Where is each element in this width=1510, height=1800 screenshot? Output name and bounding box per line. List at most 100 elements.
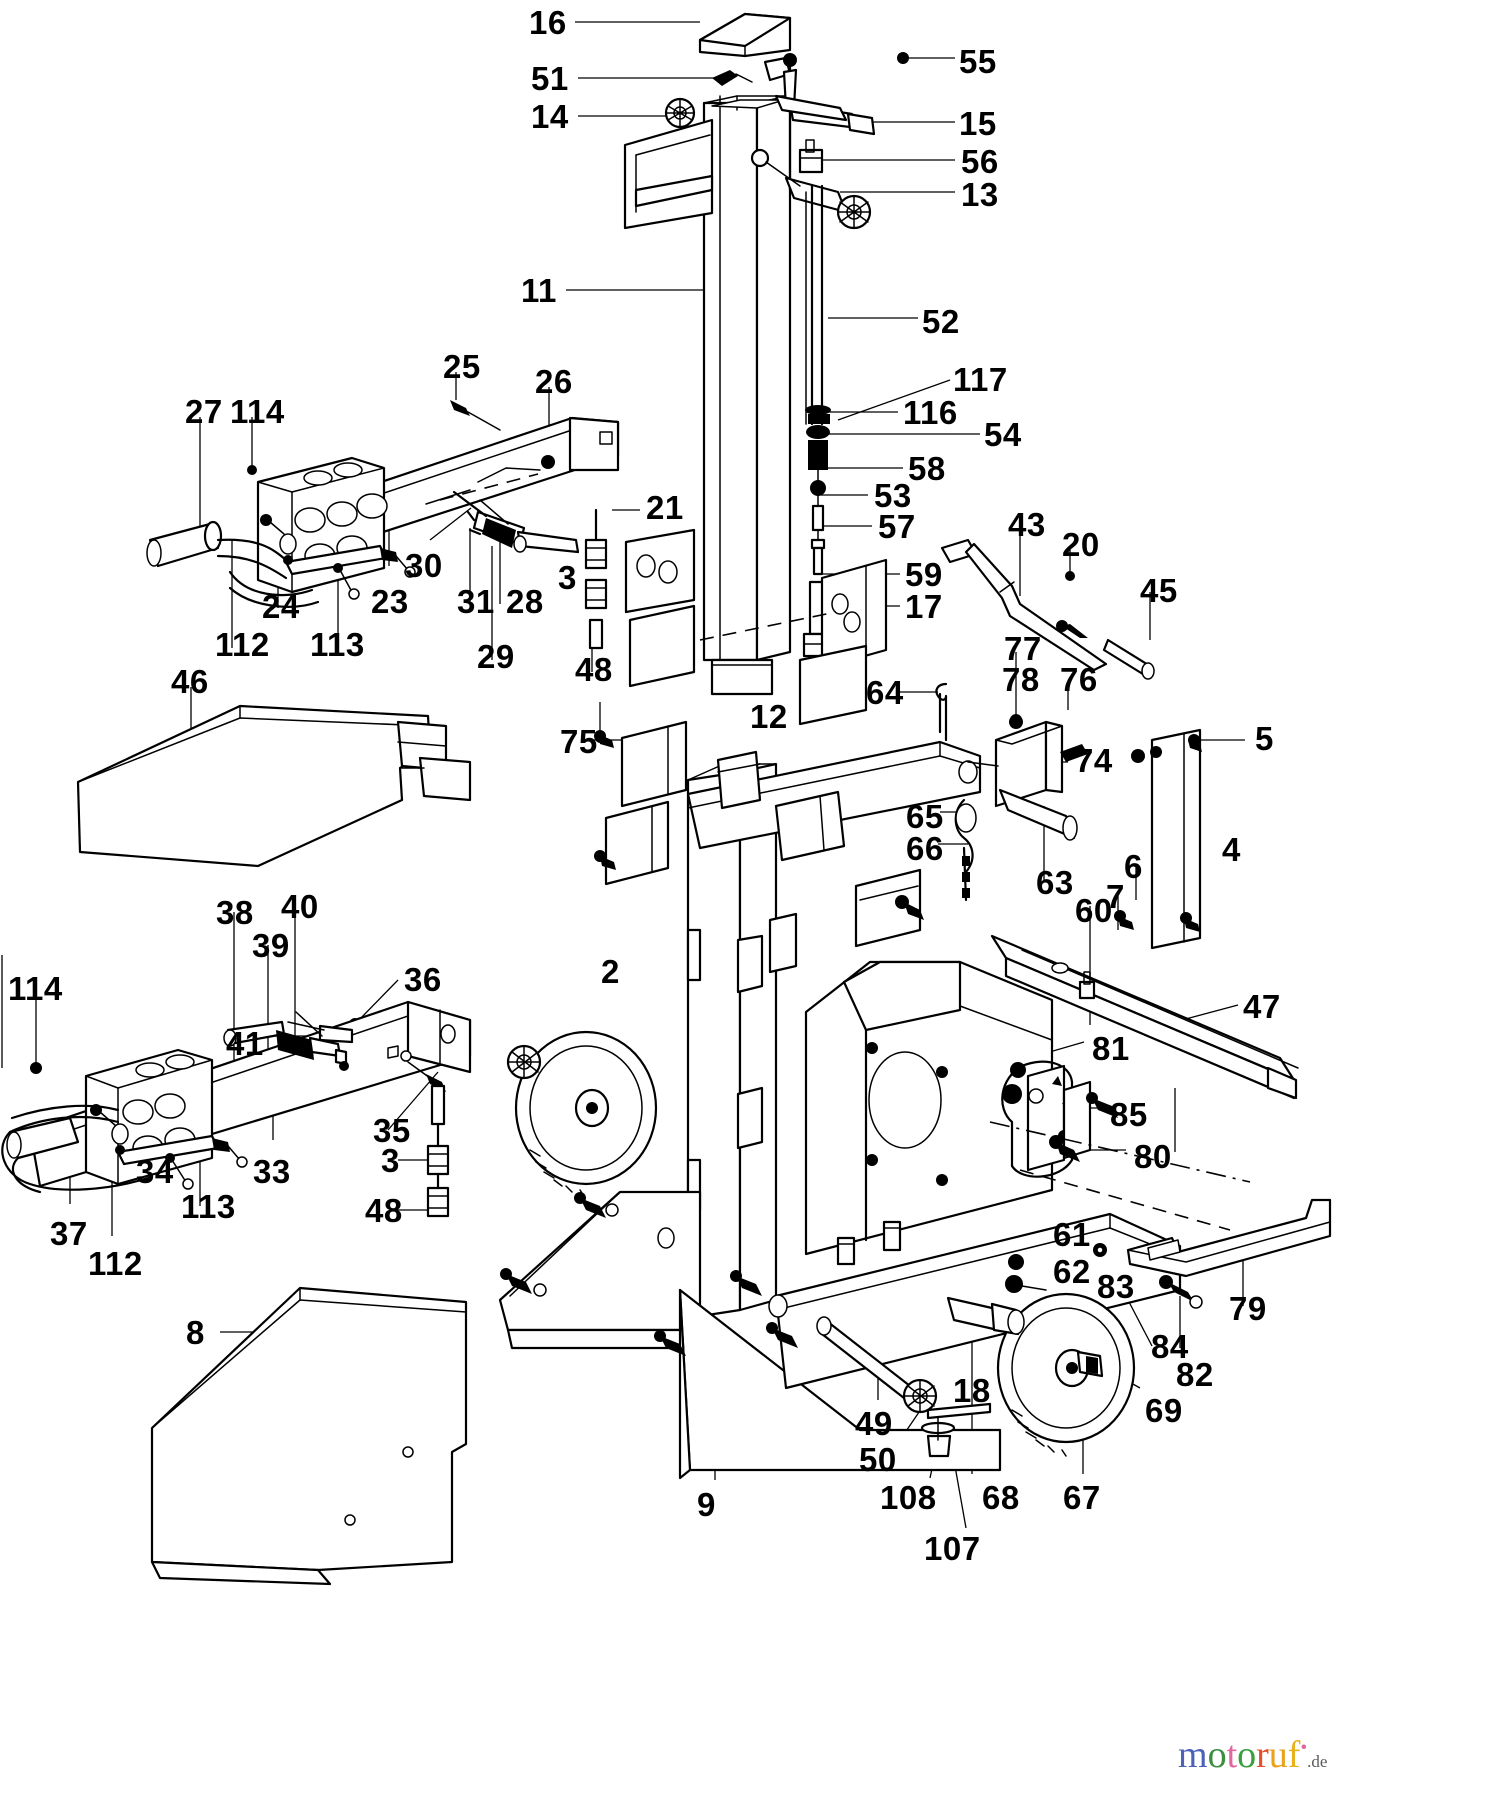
callout-number-2: 2	[601, 953, 620, 990]
callout-number-113b: 113	[181, 1188, 236, 1225]
callout-number-26: 26	[535, 363, 573, 400]
callout-number-113a: 113	[310, 626, 365, 663]
callout-number-80: 80	[1134, 1138, 1172, 1175]
callout-number-39: 39	[252, 927, 290, 964]
callout-number-23: 23	[371, 583, 409, 620]
callout-number-69: 69	[1145, 1392, 1183, 1429]
callout-number-18: 18	[953, 1372, 991, 1409]
callout-number-116: 116	[903, 394, 958, 431]
callout-number-83: 83	[1097, 1268, 1135, 1305]
callout-number-61: 61	[1053, 1216, 1091, 1253]
watermark-suffix: .de	[1307, 1752, 1328, 1771]
callout-number-41: 41	[226, 1025, 264, 1062]
callout-number-68: 68	[982, 1479, 1020, 1516]
callout-number-28: 28	[506, 583, 544, 620]
callout-number-30: 30	[405, 547, 443, 584]
callout-number-54: 54	[984, 416, 1022, 453]
callout-number-112b: 112	[88, 1245, 143, 1282]
watermark-letter: r	[1256, 1734, 1269, 1776]
column-assembly	[584, 12, 888, 726]
callout-number-108: 108	[880, 1479, 937, 1516]
callout-number-55: 55	[959, 43, 997, 80]
watermark-letter: o	[1237, 1734, 1257, 1776]
callout-number-3b: 3	[381, 1142, 400, 1179]
callout-number-11: 11	[521, 272, 557, 309]
callout-number-81: 81	[1092, 1030, 1130, 1067]
callout-number-37: 37	[50, 1215, 88, 1252]
callout-number-79: 79	[1229, 1290, 1267, 1327]
callout-number-35: 35	[373, 1112, 411, 1149]
callout-number-112a: 112	[215, 626, 270, 663]
callout-number-75: 75	[560, 723, 598, 760]
callout-number-7: 7	[1106, 878, 1125, 915]
callout-number-45: 45	[1140, 572, 1178, 609]
callout-number-48b: 48	[365, 1192, 403, 1229]
callout-number-29: 29	[477, 638, 515, 675]
callout-number-117: 117	[953, 361, 1008, 398]
main-frame-assembly	[498, 720, 1251, 1480]
callout-number-64: 64	[866, 674, 904, 711]
callout-number-78: 78	[1002, 661, 1040, 698]
callout-number-62: 62	[1053, 1253, 1091, 1290]
callout-number-74: 74	[1075, 742, 1113, 779]
cover-plate-8	[150, 1286, 468, 1586]
callout-number-25: 25	[443, 348, 481, 385]
callout-number-50: 50	[859, 1441, 897, 1478]
callout-number-17: 17	[905, 588, 943, 625]
callout-number-82: 82	[1176, 1356, 1214, 1393]
callout-number-9: 9	[697, 1486, 716, 1523]
table-plate-46	[76, 704, 472, 868]
callout-number-6: 6	[1124, 848, 1143, 885]
callout-number-51: 51	[531, 60, 569, 97]
callout-number-34: 34	[136, 1153, 174, 1190]
callout-number-114a: 114	[230, 393, 285, 430]
callout-number-65: 65	[906, 798, 944, 835]
callout-number-56: 56	[961, 143, 999, 180]
lower-lever-arm	[1, 1000, 472, 1218]
callout-number-49: 49	[855, 1405, 893, 1442]
callout-number-66: 66	[906, 830, 944, 867]
callout-number-40: 40	[281, 888, 319, 925]
callout-number-48a: 48	[575, 651, 613, 688]
callout-number-12: 12	[750, 698, 788, 735]
callout-number-15: 15	[959, 105, 997, 142]
callout-number-114b: 114	[8, 970, 63, 1007]
callout-number-13: 13	[961, 176, 999, 213]
callout-number-52: 52	[922, 303, 960, 340]
callout-number-60: 60	[1075, 892, 1113, 929]
callout-number-38: 38	[216, 894, 254, 931]
watermark-letter: t	[1226, 1734, 1238, 1776]
watermark-dot: •	[1300, 1737, 1308, 1759]
callout-number-36: 36	[404, 961, 442, 998]
right-hardware-group	[935, 538, 1332, 1309]
callout-number-107: 107	[924, 1530, 981, 1567]
callout-number-63: 63	[1036, 864, 1074, 901]
watermark-letter: o	[1207, 1734, 1227, 1776]
callout-number-47: 47	[1243, 988, 1281, 1025]
watermark-letter: m	[1178, 1734, 1208, 1776]
callout-number-85: 85	[1110, 1096, 1148, 1133]
callout-number-58: 58	[908, 450, 946, 487]
callout-number-24: 24	[262, 588, 300, 625]
callout-number-3a: 3	[558, 559, 577, 596]
callout-number-43: 43	[1008, 506, 1046, 543]
callout-number-76: 76	[1060, 661, 1098, 698]
callout-number-46: 46	[171, 663, 209, 700]
callout-number-53: 53	[874, 477, 912, 514]
callout-number-57: 57	[878, 508, 916, 545]
callout-number-8: 8	[186, 1314, 205, 1351]
callout-number-21: 21	[646, 489, 684, 526]
motoruf-watermark: motoruf•.de	[1178, 1736, 1327, 1774]
callout-number-5: 5	[1255, 720, 1274, 757]
callout-number-59: 59	[905, 556, 943, 593]
upper-lever-arm	[146, 400, 620, 608]
callout-number-14: 14	[531, 98, 569, 135]
callout-number-4: 4	[1222, 831, 1241, 868]
callout-number-84: 84	[1151, 1328, 1189, 1365]
callout-number-77: 77	[1004, 630, 1042, 667]
callout-number-16: 16	[529, 4, 567, 41]
callout-number-20: 20	[1062, 526, 1100, 563]
callout-number-33: 33	[253, 1153, 291, 1190]
